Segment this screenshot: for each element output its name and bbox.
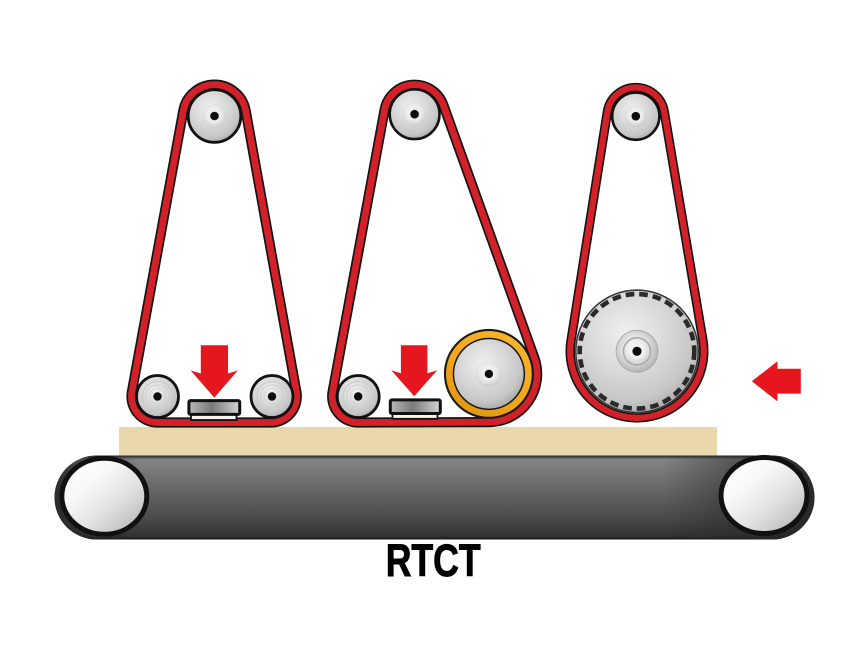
svg-text:RTCT: RTCT (386, 535, 481, 586)
